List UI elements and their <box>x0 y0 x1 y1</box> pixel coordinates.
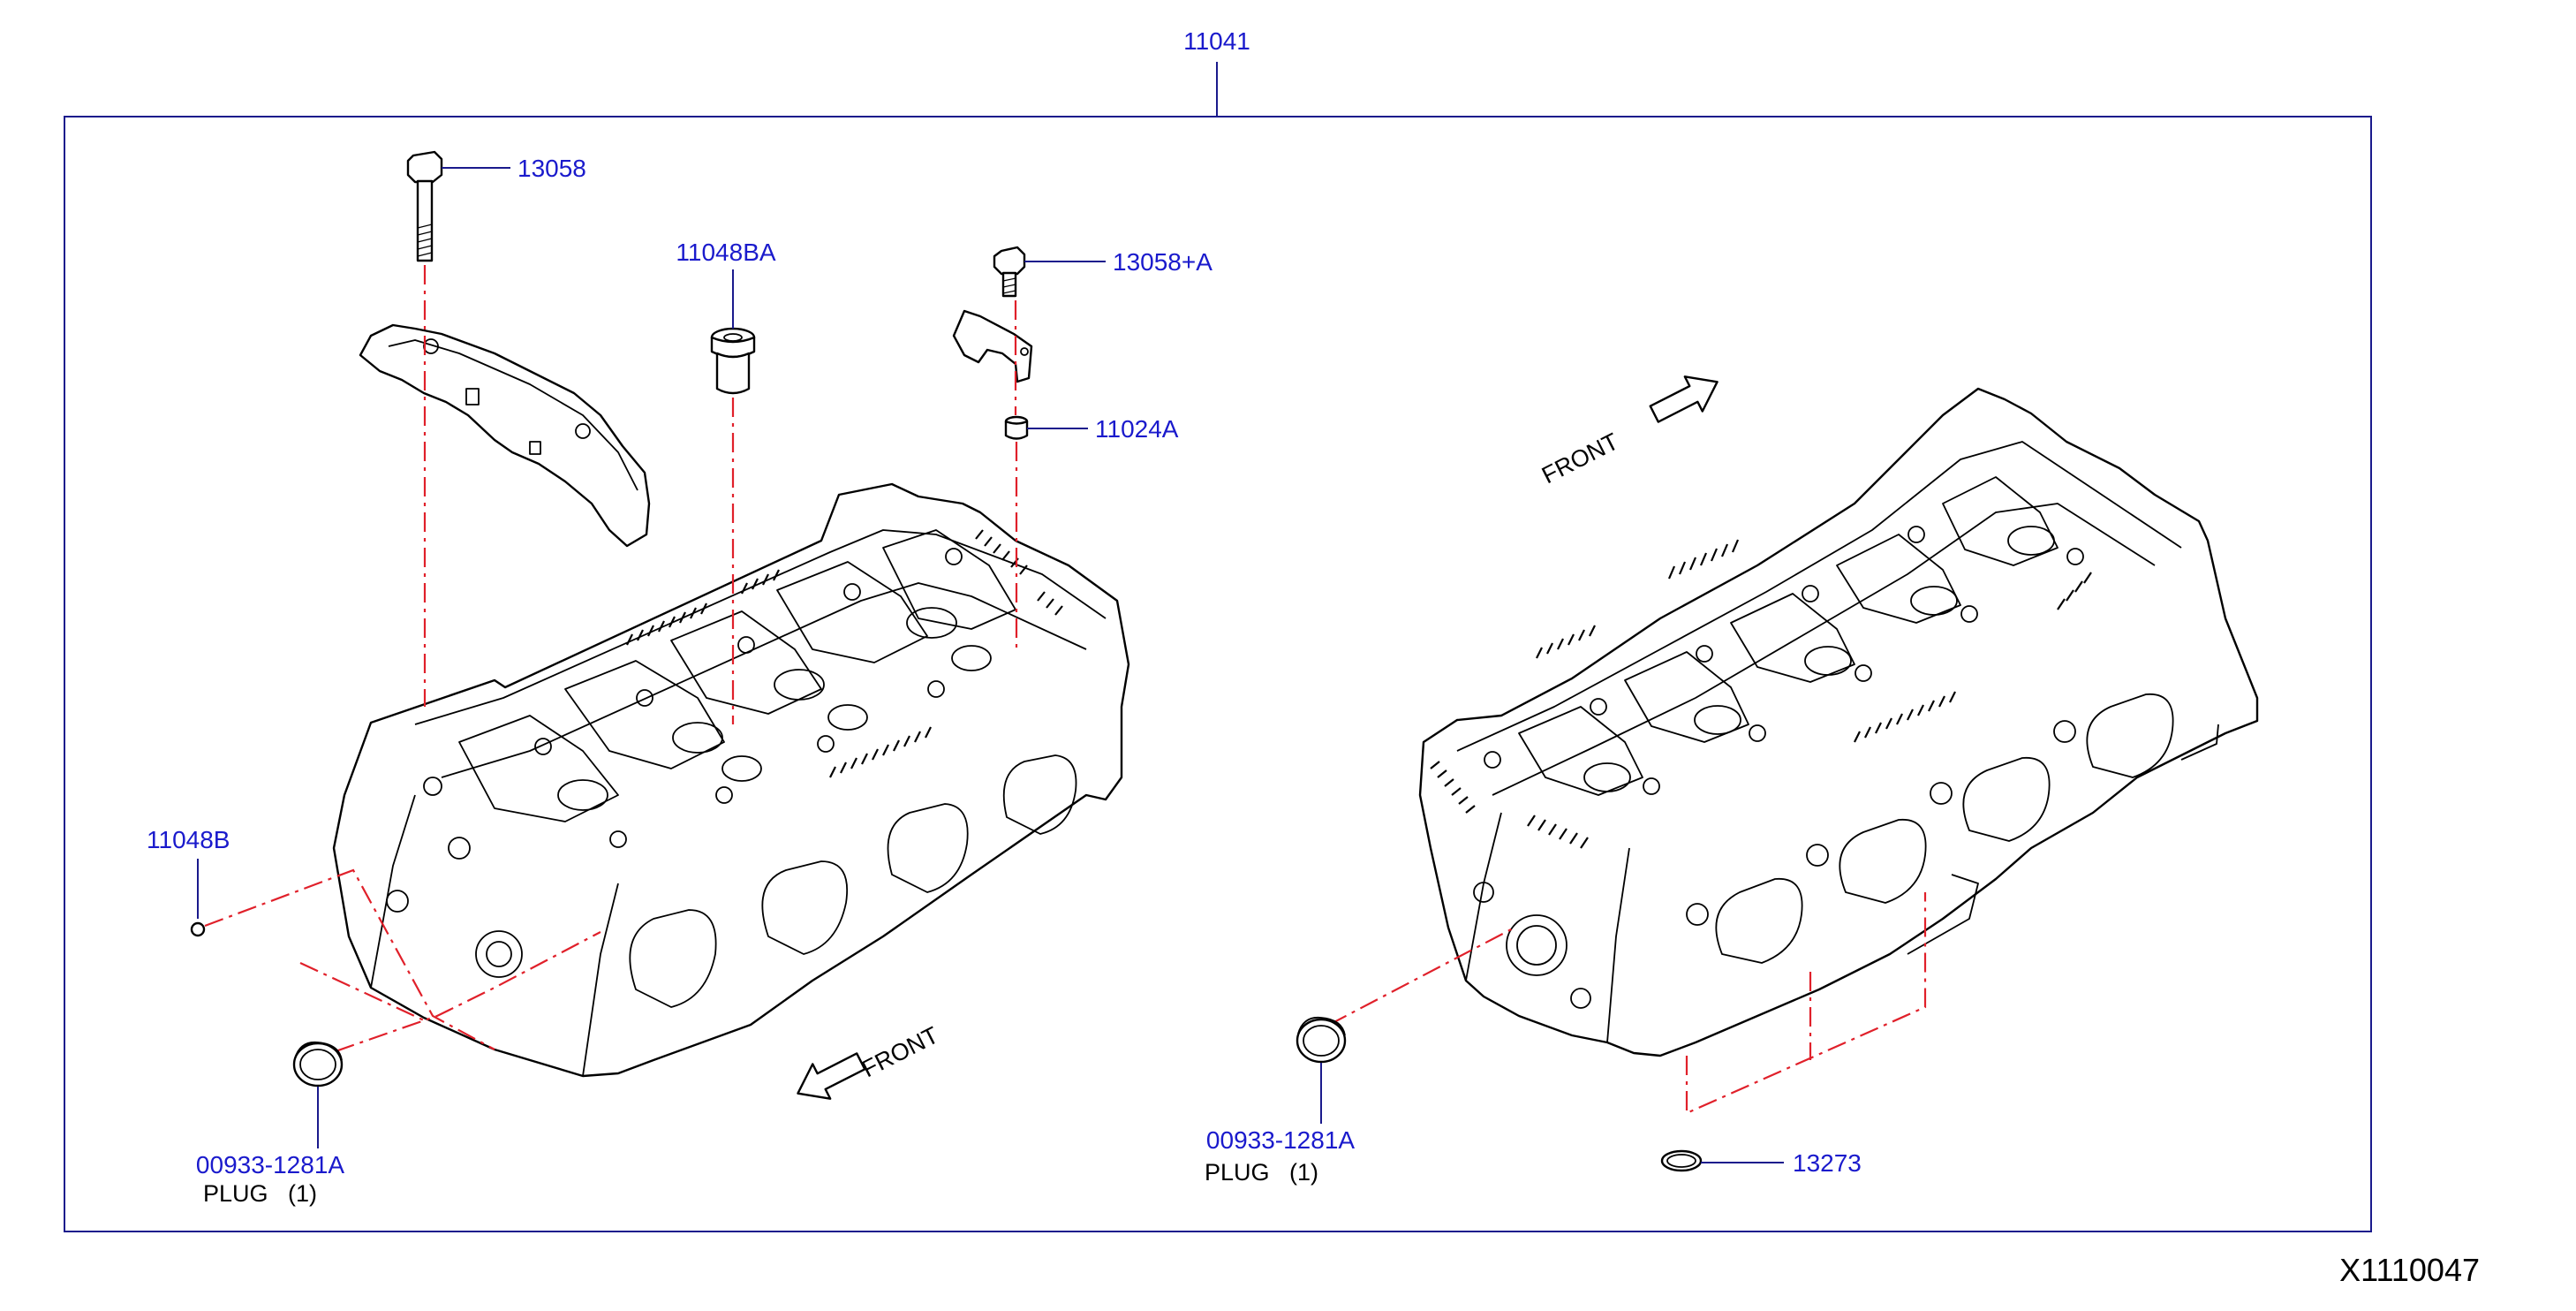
cylinder-head-right <box>1418 387 2259 1057</box>
bolt-13058 <box>406 150 443 262</box>
dash-seal <box>1685 892 1927 1115</box>
dash-plug-left <box>335 931 601 1053</box>
front-label-left: FRONT <box>857 1021 942 1082</box>
callout-13058[interactable]: 13058 <box>517 155 586 182</box>
callout-plug-right[interactable]: 00933-1281A <box>1206 1126 1355 1154</box>
callout-13273[interactable]: 13273 <box>1793 1149 1862 1177</box>
cup-plug-left <box>292 1041 344 1087</box>
note-plug-left: PLUG (1) <box>203 1180 317 1207</box>
diagram-id: X1110047 <box>2339 1252 2480 1288</box>
seal-13273 <box>1660 1149 1703 1172</box>
callout-plug-left[interactable]: 00933-1281A <box>196 1151 344 1178</box>
front-arrow-left <box>797 1052 866 1100</box>
dash-11048B <box>204 868 495 1050</box>
cover-bracket <box>359 323 651 548</box>
note-plug-right: PLUG (1) <box>1205 1159 1318 1186</box>
dowel-11024A <box>1004 415 1029 440</box>
callout-11024A[interactable]: 11024A <box>1095 415 1179 443</box>
front-label-right: FRONT <box>1537 428 1622 489</box>
cylinder-head-left <box>332 482 1130 1078</box>
callout-11048BA[interactable]: 11048BA <box>676 239 775 266</box>
plug-11048B <box>190 921 206 937</box>
dash-plug-left-2 <box>299 962 425 1021</box>
callout-11048B[interactable]: 11048B <box>147 826 230 853</box>
small-bracket <box>952 309 1033 383</box>
front-arrow-right <box>1649 375 1719 423</box>
cup-plug-right <box>1296 1016 1347 1064</box>
plug-11048BA <box>710 327 756 395</box>
bolt-13058A <box>993 246 1026 298</box>
callout-11041[interactable]: 11041 <box>1183 27 1250 55</box>
callout-13058A[interactable]: 13058+A <box>1113 248 1212 276</box>
